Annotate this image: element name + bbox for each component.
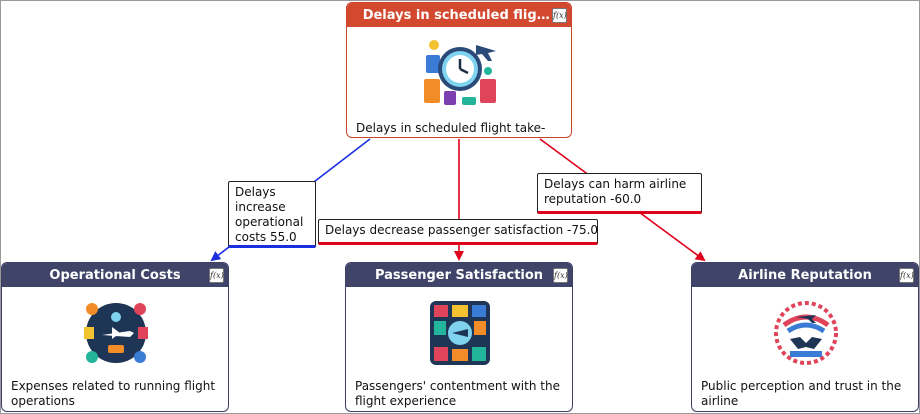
node-title: Delays in scheduled flight ... (362, 7, 556, 23)
node-description: Passengers' contentment with the flight … (355, 379, 560, 408)
passenger-satisfaction-illustration (430, 301, 490, 365)
function-icon[interactable]: f(x) (552, 8, 567, 23)
node-passenger-satisfaction[interactable]: Passenger Satisfaction f(x) Passengers' … (345, 262, 573, 412)
edge-label-operational-costs[interactable]: Delays increase operational costs 55.0 (228, 181, 316, 248)
node-title: Operational Costs (49, 267, 181, 283)
node-description: Expenses related to running flight opera… (11, 379, 216, 408)
edge-label-passenger-satisfaction[interactable]: Delays decrease passenger satisfaction -… (318, 219, 598, 245)
node-airline-reputation[interactable]: Airline Reputation f(x) Public perceptio… (691, 262, 919, 412)
node-description: Public perception and trust in the airli… (701, 379, 902, 408)
function-icon[interactable]: f(x) (209, 268, 224, 283)
node-description: Delays in scheduled flight take-offs (356, 121, 546, 137)
airline-reputation-illustration (774, 301, 838, 365)
node-header: Passenger Satisfaction f(x) (346, 263, 572, 287)
node-title: Passenger Satisfaction (374, 267, 544, 283)
edge-label-airline-reputation[interactable]: Delays can harm airline reputation -60.0 (537, 173, 702, 214)
node-header: Airline Reputation f(x) (692, 263, 918, 287)
operational-costs-illustration (84, 303, 148, 363)
node-header: Operational Costs f(x) (2, 263, 228, 287)
node-title: Airline Reputation (738, 267, 872, 283)
flight-delay-clock-illustration (424, 40, 496, 105)
node-header: Delays in scheduled flight ... f(x) (347, 3, 571, 27)
function-icon[interactable]: f(x) (899, 268, 914, 283)
node-operational-costs[interactable]: Operational Costs f(x) Expenses related … (1, 262, 229, 412)
function-icon[interactable]: f(x) (553, 268, 568, 283)
node-delays-in-scheduled-flight[interactable]: Delays in scheduled flight ... f(x) Dela… (346, 2, 572, 138)
